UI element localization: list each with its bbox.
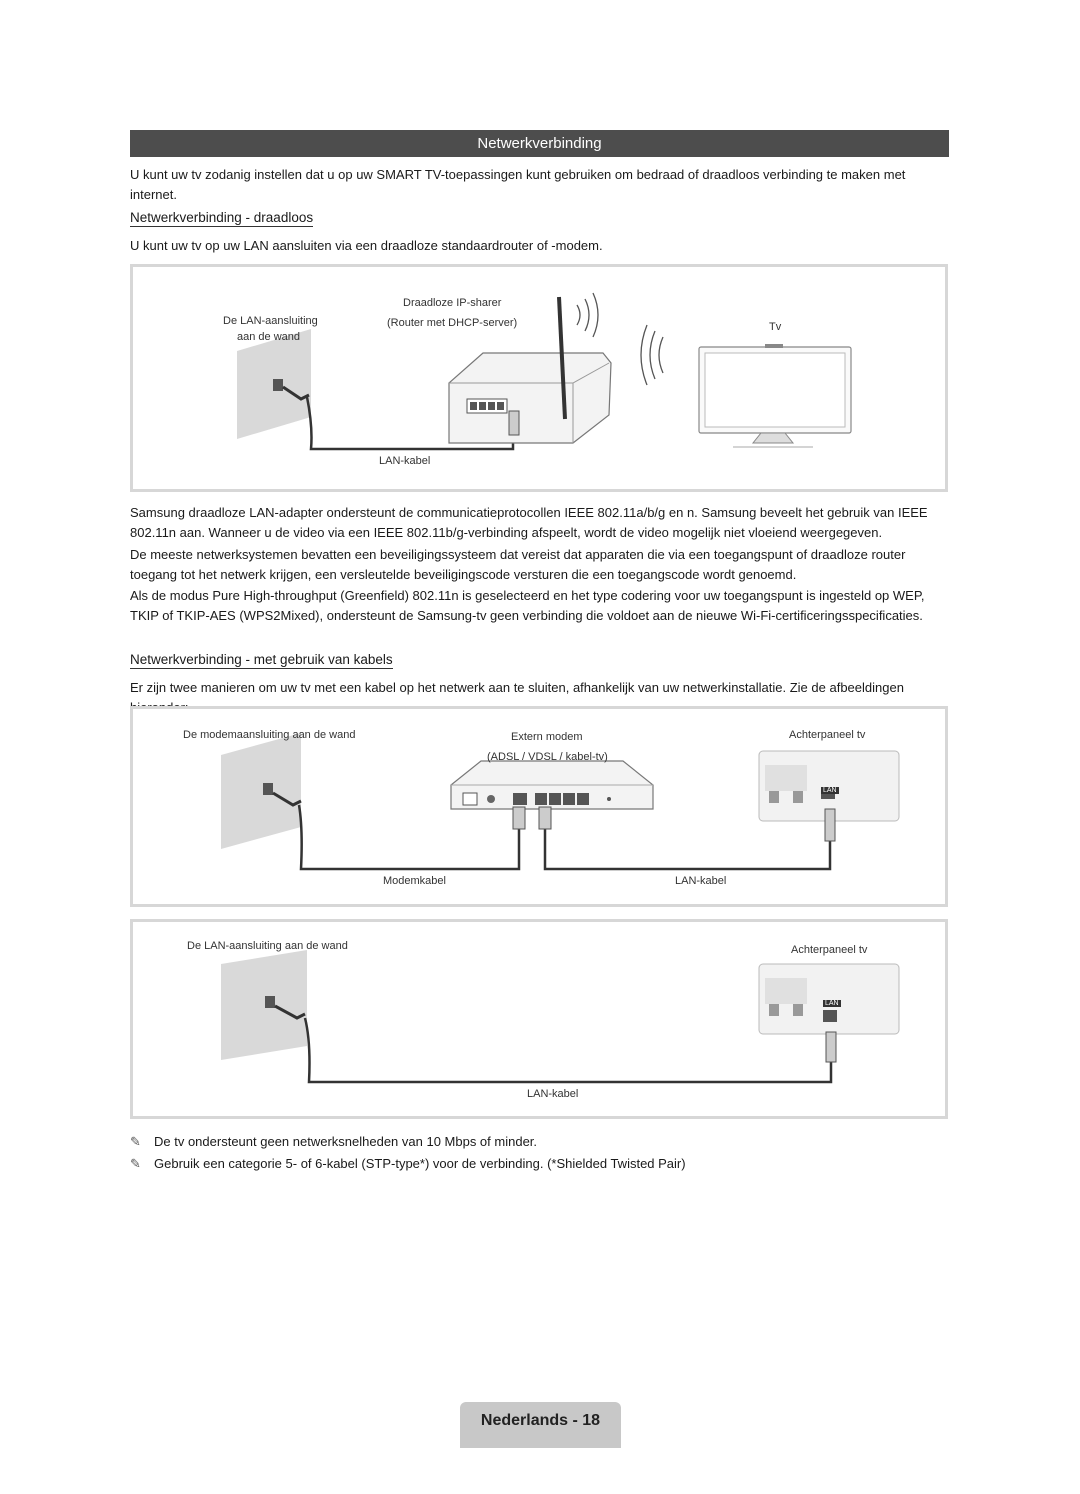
note-2-text: Gebruik een categorie 5- of 6-kabel (STP…	[154, 1156, 686, 1171]
wall-plug-icon	[272, 791, 302, 807]
wall-socket-icon	[265, 996, 275, 1008]
note-2: ✎ Gebruik een categorie 5- of 6-kabel (ST…	[130, 1154, 686, 1174]
wireless-heading: Netwerkverbinding - draadloos	[130, 210, 314, 227]
modem-wall-label: De modemaansluiting aan de wand	[183, 729, 356, 741]
wired-diagram-lan-art	[221, 950, 900, 1084]
lan-port-label: LAN	[823, 1000, 841, 1007]
wall-plug-icon	[274, 1004, 306, 1020]
modem-icon	[450, 760, 654, 830]
lan-port-label: LAN	[821, 787, 839, 794]
wired-diagram-lan: LAN De LAN-aansluiting aan de wand Achte…	[130, 919, 948, 1119]
wall-socket-icon	[273, 379, 283, 391]
lan-cable-label: LAN-kabel	[527, 1088, 579, 1100]
modem-cable-label: Modemkabel	[383, 875, 446, 887]
lan-cable-line	[305, 396, 515, 451]
lan-cable-line	[543, 815, 832, 871]
tv-back-label: Achterpaneel tv	[789, 729, 866, 741]
modem-label-2: (ADSL / VDSL / kabel-tv)	[487, 751, 608, 763]
pencil-icon: ✎	[130, 1134, 141, 1149]
wireless-paragraph-1: Samsung draadloze LAN-adapter ondersteun…	[130, 505, 928, 540]
lan-cable-line	[303, 1017, 833, 1084]
tv-icon	[698, 344, 852, 448]
lan-wall-label: De LAN-aansluiting aan de wand	[187, 940, 348, 952]
wifi-waves-icon	[576, 292, 664, 386]
wired-diagram-modem-art	[221, 733, 900, 871]
wall-socket-icon	[263, 783, 273, 795]
router-label-1: Draadloze IP-sharer	[403, 297, 502, 309]
modem-label-1: Extern modem	[511, 731, 583, 743]
wireless-paragraph-2: De meeste netwerksystemen bevatten een b…	[130, 547, 906, 582]
page-footer: Nederlands - 18	[460, 1402, 621, 1448]
note-1-text: De tv ondersteunt geen netwerksnelheden …	[154, 1134, 538, 1149]
wall-label-2: aan de wand	[237, 331, 300, 343]
cable-label: LAN-kabel	[379, 455, 431, 467]
tv-back-label: Achterpaneel tv	[791, 944, 868, 956]
intro-text: U kunt uw tv zodanig instellen dat u op …	[130, 167, 906, 202]
pencil-icon: ✎	[130, 1156, 141, 1171]
lan-cable-label: LAN-kabel	[675, 875, 727, 887]
wired-diagram-modem: LAN De modemaansluiting aan de wand Exte…	[130, 706, 948, 907]
tv-back-panel-icon	[758, 750, 900, 842]
wall-label-1: De LAN-aansluiting	[223, 315, 318, 327]
wireless-diagram-art	[237, 292, 852, 451]
wall-plate	[221, 950, 307, 1060]
wireless-diagram: De LAN-aansluiting aan de wand Draadloze…	[130, 264, 948, 492]
wall-plate	[221, 733, 301, 849]
wireless-text: U kunt uw tv op uw LAN aansluiten via ee…	[130, 238, 603, 253]
wall-plug-icon	[282, 385, 310, 401]
section-title: Netwerkverbinding	[130, 130, 949, 157]
wireless-paragraph-3: Als de modus Pure High-throughput (Green…	[130, 588, 925, 623]
router-label-2: (Router met DHCP-server)	[387, 317, 518, 329]
wired-heading: Netwerkverbinding - met gebruik van kabe…	[130, 652, 393, 669]
tv-back-panel-icon	[758, 963, 900, 1063]
modem-cable-line	[297, 804, 521, 871]
note-1: ✎ De tv ondersteunt geen netwerksnelheden…	[130, 1132, 537, 1152]
tv-label: Tv	[769, 321, 782, 333]
router-icon	[448, 296, 612, 444]
